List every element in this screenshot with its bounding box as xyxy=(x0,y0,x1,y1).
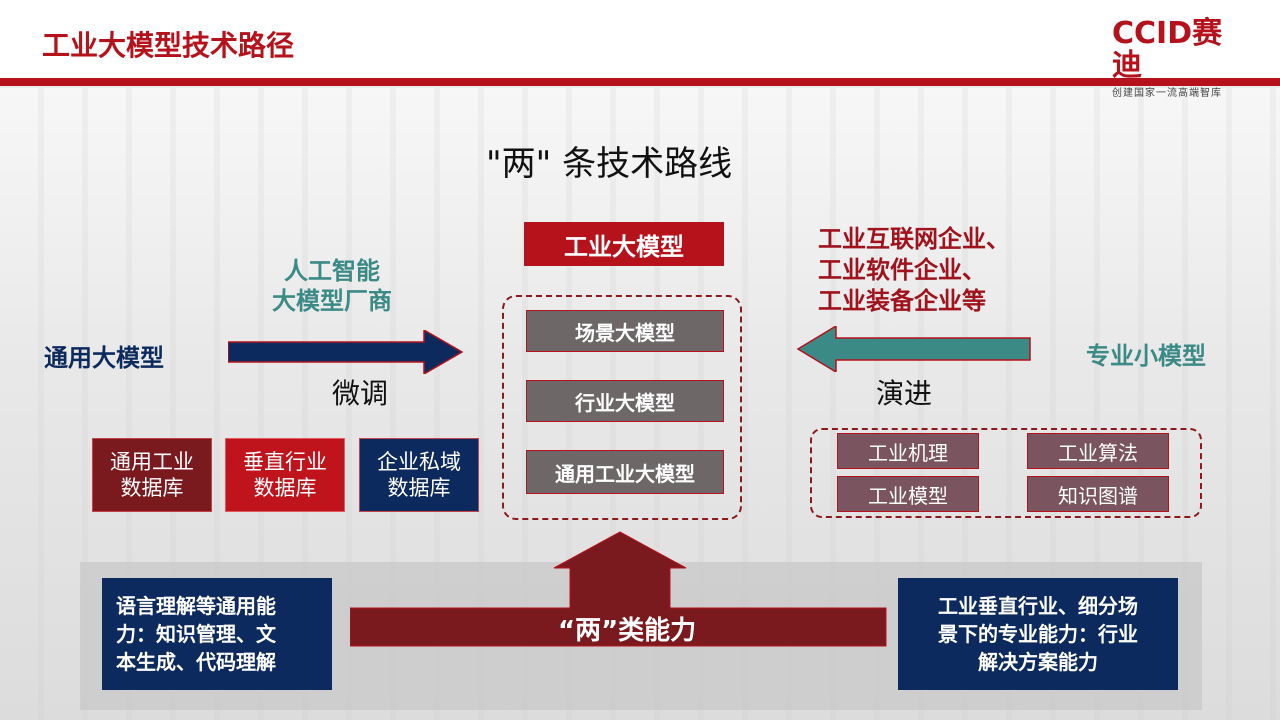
header-divider xyxy=(0,78,1280,86)
ai-vendor-label: 人工智能 大模型厂商 xyxy=(262,256,402,316)
professional-capability-line2: 景下的专业能力：行业 xyxy=(938,622,1138,646)
db-line2: 数据库 xyxy=(120,476,184,500)
page-title: 工业大模型技术路径 xyxy=(42,29,295,62)
industry-model-box: 行业大模型 xyxy=(526,380,724,422)
general-capability-line1: 语言理解等通用能 xyxy=(116,594,276,618)
industrial-mechanism-box: 工业机理 xyxy=(837,433,979,469)
industrial-model-box: 工业模型 xyxy=(837,476,979,512)
industrial-enterprises-label: 工业互联网企业、 工业软件企业、 工业装备企业等 xyxy=(818,224,1010,317)
center-title-industrial-model: 工业大模型 xyxy=(524,222,724,266)
logo-cn: 赛迪 xyxy=(1112,16,1223,83)
center-model-frame xyxy=(502,295,742,520)
professional-capability-line3: 解决方案能力 xyxy=(978,650,1098,674)
ccid-logo: CCID赛迪 创建国家一流高端智库 xyxy=(1112,18,1252,100)
logo-main: CCID赛迪 xyxy=(1112,18,1252,82)
vertical-industry-db: 垂直行业 数据库 xyxy=(225,438,345,512)
knowledge-graph-box: 知识图谱 xyxy=(1027,476,1169,512)
finetune-label: 微调 xyxy=(332,377,389,410)
knowledge-frame xyxy=(810,428,1202,518)
db-line1: 垂直行业 xyxy=(243,450,327,474)
enterprise-private-db: 企业私域 数据库 xyxy=(359,438,479,512)
finetune-arrow xyxy=(228,330,464,374)
header-bar xyxy=(0,0,1280,80)
scene-model-box: 场景大模型 xyxy=(526,310,724,352)
evolve-label: 演进 xyxy=(876,377,933,410)
ai-vendor-line2: 大模型厂商 xyxy=(272,287,392,315)
db-line2: 数据库 xyxy=(253,476,317,500)
ai-vendor-line1: 人工智能 xyxy=(284,257,380,285)
db-line2: 数据库 xyxy=(387,476,451,500)
professional-capability-box: 工业垂直行业、细分场 景下的专业能力：行业 解决方案能力 xyxy=(898,578,1178,690)
enterprise-line2: 工业软件企业、 xyxy=(818,256,986,284)
capability-label: “两”类能力 xyxy=(558,616,697,646)
general-capability-line3: 本生成、代码理解 xyxy=(116,650,276,674)
main-heading: "两" 条技术路线 xyxy=(486,144,733,184)
logo-slogan: 创建国家一流高端智库 xyxy=(1112,88,1222,99)
general-industrial-model-box: 通用工业大模型 xyxy=(526,450,724,494)
professional-capability-line1: 工业垂直行业、细分场 xyxy=(938,594,1138,618)
industrial-algorithm-box: 工业算法 xyxy=(1027,433,1169,469)
general-model-label: 通用大模型 xyxy=(44,344,164,372)
general-industrial-db: 通用工业 数据库 xyxy=(92,438,212,512)
logo-en: CCID xyxy=(1112,16,1193,51)
general-capability-line2: 力：知识管理、文 xyxy=(116,622,276,646)
enterprise-line3: 工业装备企业等 xyxy=(818,287,986,315)
db-line1: 企业私域 xyxy=(377,450,461,474)
small-model-label: 专业小模型 xyxy=(1086,342,1206,370)
db-line1: 通用工业 xyxy=(110,450,194,474)
general-capability-box: 语言理解等通用能 力：知识管理、文 本生成、代码理解 xyxy=(102,578,332,690)
capability-arrow xyxy=(350,531,887,647)
evolve-arrow xyxy=(796,326,1031,372)
enterprise-line1: 工业互联网企业、 xyxy=(818,225,1010,253)
